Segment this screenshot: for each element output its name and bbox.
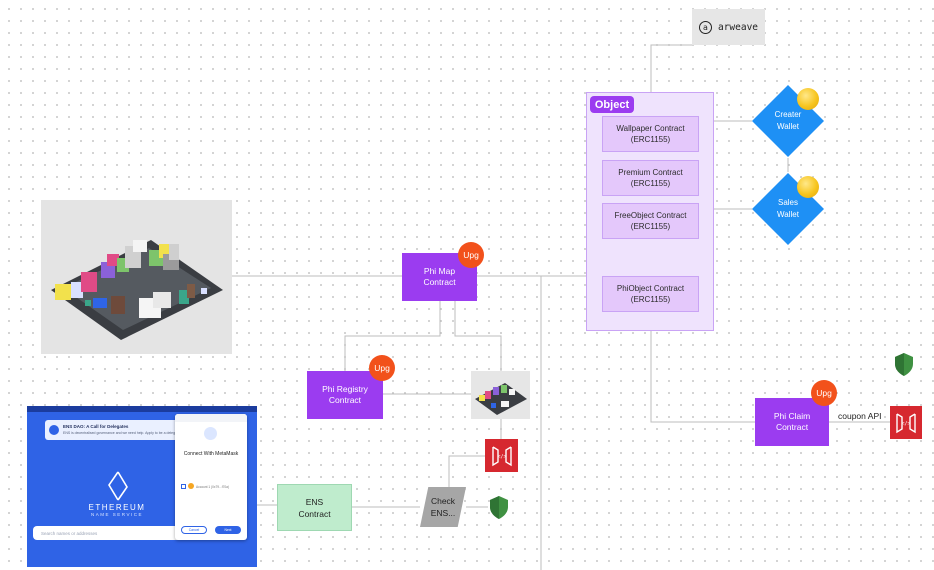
ens-banner: ENS DAO: A Call for Delegates ENS is dec… bbox=[45, 420, 193, 440]
ens-app-screenshot: ENS DAO: A Call for Delegates ENS is dec… bbox=[27, 406, 257, 567]
metamask-popup-title: Connect With MetaMask bbox=[183, 451, 239, 457]
creater-wallet-label: Creater Wallet bbox=[774, 110, 802, 131]
check-ens-node[interactable]: Check ENS... bbox=[420, 487, 466, 527]
freeobject-contract[interactable]: FreeObject Contract (ERC1155) bbox=[602, 203, 699, 239]
api-gateway-icon: </> bbox=[485, 439, 518, 472]
api-gateway-icon: </> bbox=[890, 406, 922, 439]
phi-registry-contract[interactable]: Phi Registry Contract bbox=[307, 371, 383, 419]
ens-wordmark: ETHEREUM bbox=[88, 503, 146, 512]
phi-map-thumbnail bbox=[471, 371, 530, 419]
ens-logo-icon bbox=[108, 471, 128, 501]
upgradeable-badge: Upg bbox=[458, 242, 484, 268]
ens-contract[interactable]: ENS Contract bbox=[277, 484, 352, 531]
svg-text:</>: </> bbox=[497, 454, 506, 460]
phi-claim-contract[interactable]: Phi Claim Contract bbox=[755, 398, 829, 446]
wallpaper-contract[interactable]: Wallpaper Contract (ERC1155) bbox=[602, 116, 699, 152]
shield-icon bbox=[490, 496, 508, 519]
ens-search-input[interactable]: Search names or addresses bbox=[33, 526, 183, 540]
metamask-next-button[interactable]: Next bbox=[215, 526, 241, 534]
sales-wallet-label: Sales Wallet bbox=[777, 198, 799, 219]
metamask-account: Account 1 (0x79...f70a) bbox=[196, 485, 229, 489]
upgradeable-badge: Upg bbox=[811, 380, 837, 406]
svg-text:</>: </> bbox=[901, 421, 910, 427]
arweave-node[interactable]: a arweave bbox=[692, 9, 765, 45]
phi-map-image bbox=[41, 200, 232, 354]
shield-icon bbox=[895, 353, 913, 376]
coin-icon bbox=[797, 176, 819, 198]
arweave-label: arweave bbox=[717, 21, 759, 33]
metamask-cancel-button[interactable]: Cancel bbox=[181, 526, 207, 534]
phiobject-contract[interactable]: PhiObject Contract (ERC1155) bbox=[602, 276, 699, 312]
premium-contract[interactable]: Premium Contract (ERC1155) bbox=[602, 160, 699, 196]
metamask-popup[interactable]: Connect With MetaMask Account 1 (0x79...… bbox=[175, 414, 247, 540]
coupon-api-label: coupon API bbox=[836, 411, 884, 421]
arweave-logo-icon: a bbox=[698, 20, 712, 34]
ens-subtitle: NAME SERVICE bbox=[91, 512, 143, 517]
coin-icon bbox=[797, 88, 819, 110]
upgradeable-badge: Upg bbox=[369, 355, 395, 381]
object-group-title: Object bbox=[590, 96, 634, 113]
